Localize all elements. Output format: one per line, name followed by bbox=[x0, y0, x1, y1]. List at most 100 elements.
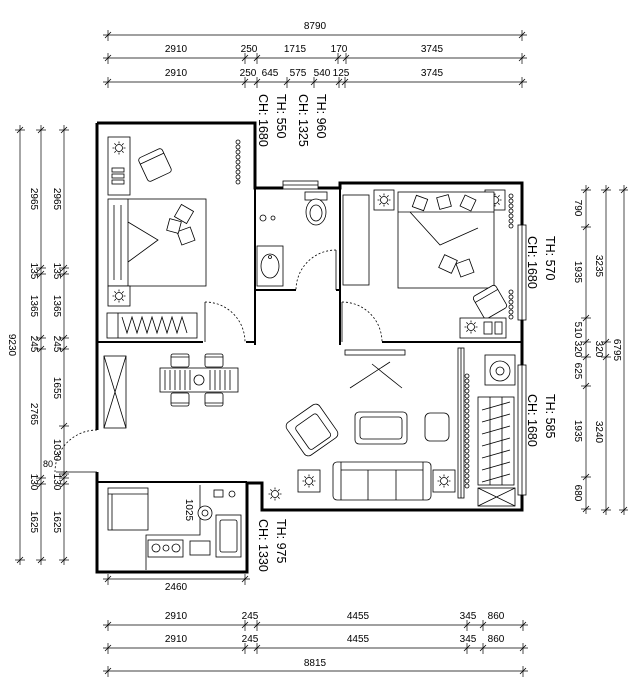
lamp-icon bbox=[377, 193, 391, 207]
kitchen-sink bbox=[215, 514, 242, 558]
kitchen-width-label: 2460 bbox=[165, 582, 188, 593]
right-col1-label: 510 bbox=[572, 322, 583, 339]
bathroom-fixtures bbox=[256, 191, 328, 287]
curtain-ring bbox=[508, 198, 514, 204]
kitchen bbox=[107, 485, 242, 570]
top-row2-label: 575 bbox=[290, 68, 307, 79]
curtain-ring bbox=[508, 203, 514, 209]
left-col2-label: 1365 bbox=[51, 295, 62, 318]
top-row1-label: 1715 bbox=[284, 44, 307, 55]
right-bedroom-door bbox=[341, 301, 383, 343]
entrance-door bbox=[54, 429, 98, 473]
top-total-label: 8790 bbox=[304, 21, 327, 32]
window-ch-label: CH: 1680 bbox=[525, 394, 539, 447]
dining-table bbox=[159, 367, 239, 393]
top-row2-label: 540 bbox=[314, 68, 331, 79]
left-bedroom-bed bbox=[107, 198, 207, 287]
bathroom-window bbox=[282, 180, 319, 190]
curtain-ring bbox=[508, 208, 514, 214]
interior-walls bbox=[97, 183, 522, 499]
toilet bbox=[304, 191, 328, 226]
left-bedroom-door bbox=[204, 301, 246, 343]
curtain-ring bbox=[464, 408, 470, 414]
bottom-row2-label: 245 bbox=[242, 634, 259, 645]
kitchen-item bbox=[228, 490, 236, 498]
kitchen-plate bbox=[197, 505, 213, 521]
bottom-row1-label: 245 bbox=[242, 611, 259, 622]
left-col2-label: 245 bbox=[51, 336, 62, 353]
balcony-glass-door bbox=[457, 347, 465, 499]
left-col2-label: 2965 bbox=[51, 188, 62, 211]
side-table bbox=[424, 412, 450, 442]
balcony bbox=[477, 354, 516, 507]
tv-cabinet bbox=[344, 349, 406, 389]
curtain-ring bbox=[464, 448, 470, 454]
left-col1-label: 245 bbox=[28, 336, 39, 353]
coffee-table bbox=[354, 411, 408, 445]
curtain-ring bbox=[235, 154, 241, 160]
curtain-ring bbox=[464, 398, 470, 404]
left-col1-dimension bbox=[36, 125, 46, 565]
window-ch-label: CH: 1680 bbox=[256, 94, 270, 147]
balcony-window bbox=[517, 364, 527, 496]
curtain-ring bbox=[464, 453, 470, 459]
right-dimension-labels: 790 1935 510 320 625 1935 680 3235 320 3… bbox=[572, 200, 622, 502]
living-room bbox=[268, 349, 456, 501]
window-th-label: TH: 570 bbox=[543, 236, 557, 281]
left-bedroom-furniture bbox=[106, 136, 207, 339]
lamp-icon bbox=[464, 320, 478, 334]
top-row1-label: 250 bbox=[241, 44, 258, 55]
window-ch-label: CH: 1325 bbox=[296, 94, 310, 147]
top-row2-label: 645 bbox=[262, 68, 279, 79]
kitchen-counter-label: 1025 bbox=[183, 499, 194, 522]
curtain-ring bbox=[235, 179, 241, 185]
right-total-label: 6795 bbox=[611, 339, 622, 362]
living-armchair bbox=[285, 403, 339, 457]
curtain-ring bbox=[464, 458, 470, 464]
top-row2-dimension bbox=[103, 77, 527, 88]
right-col1-label: 1935 bbox=[572, 420, 583, 443]
rack-bar bbox=[481, 437, 511, 447]
right-total-dimension bbox=[619, 185, 628, 515]
kitchen-width-dimension bbox=[103, 574, 250, 585]
window-ch-label: CH: 1330 bbox=[256, 519, 270, 572]
rack-bar bbox=[481, 425, 511, 435]
window-th-label: TH: 585 bbox=[543, 394, 557, 439]
top-row1-dimension bbox=[103, 53, 527, 64]
left-col2-dimension bbox=[59, 125, 69, 565]
right-col1-label: 1935 bbox=[572, 261, 583, 284]
left-col2-label: 1655 bbox=[51, 377, 62, 400]
bottom-row1-dimension bbox=[103, 620, 528, 631]
rack-bar bbox=[481, 473, 511, 483]
rack-bar bbox=[481, 461, 511, 471]
bathroom-door bbox=[295, 249, 337, 291]
bathroom-sink bbox=[256, 245, 284, 287]
curtain-ring bbox=[508, 213, 514, 219]
curtain-ring bbox=[464, 478, 470, 484]
right-bedroom-window bbox=[517, 224, 527, 321]
left-col2-label: 1030 bbox=[51, 439, 62, 462]
lamp-icon bbox=[112, 141, 126, 155]
curtain-ring bbox=[235, 139, 241, 145]
balcony-storage-box bbox=[477, 487, 516, 507]
curtain-ring bbox=[464, 418, 470, 424]
curtain-ring bbox=[464, 388, 470, 394]
top-row1-label: 170 bbox=[331, 44, 348, 55]
curtain-ring bbox=[235, 174, 241, 180]
top-row2-label: 125 bbox=[333, 68, 350, 79]
right-col2-label: 320 bbox=[593, 341, 604, 358]
left-col2-label: 135 bbox=[51, 263, 62, 280]
curtain-ring bbox=[464, 433, 470, 439]
rack-bar bbox=[481, 449, 511, 459]
exterior-walls bbox=[95, 121, 527, 574]
left-col2-label: 80 bbox=[43, 459, 53, 469]
curtain-rings bbox=[235, 139, 514, 489]
curtain-ring bbox=[464, 463, 470, 469]
bottom-row2-label: 860 bbox=[488, 634, 505, 645]
left-col1-label: 2965 bbox=[28, 188, 39, 211]
curtain-ring bbox=[508, 304, 514, 310]
left-bedroom-nightstand bbox=[107, 285, 131, 307]
curtain-ring bbox=[508, 309, 514, 315]
right-bedroom-desk bbox=[459, 317, 507, 339]
